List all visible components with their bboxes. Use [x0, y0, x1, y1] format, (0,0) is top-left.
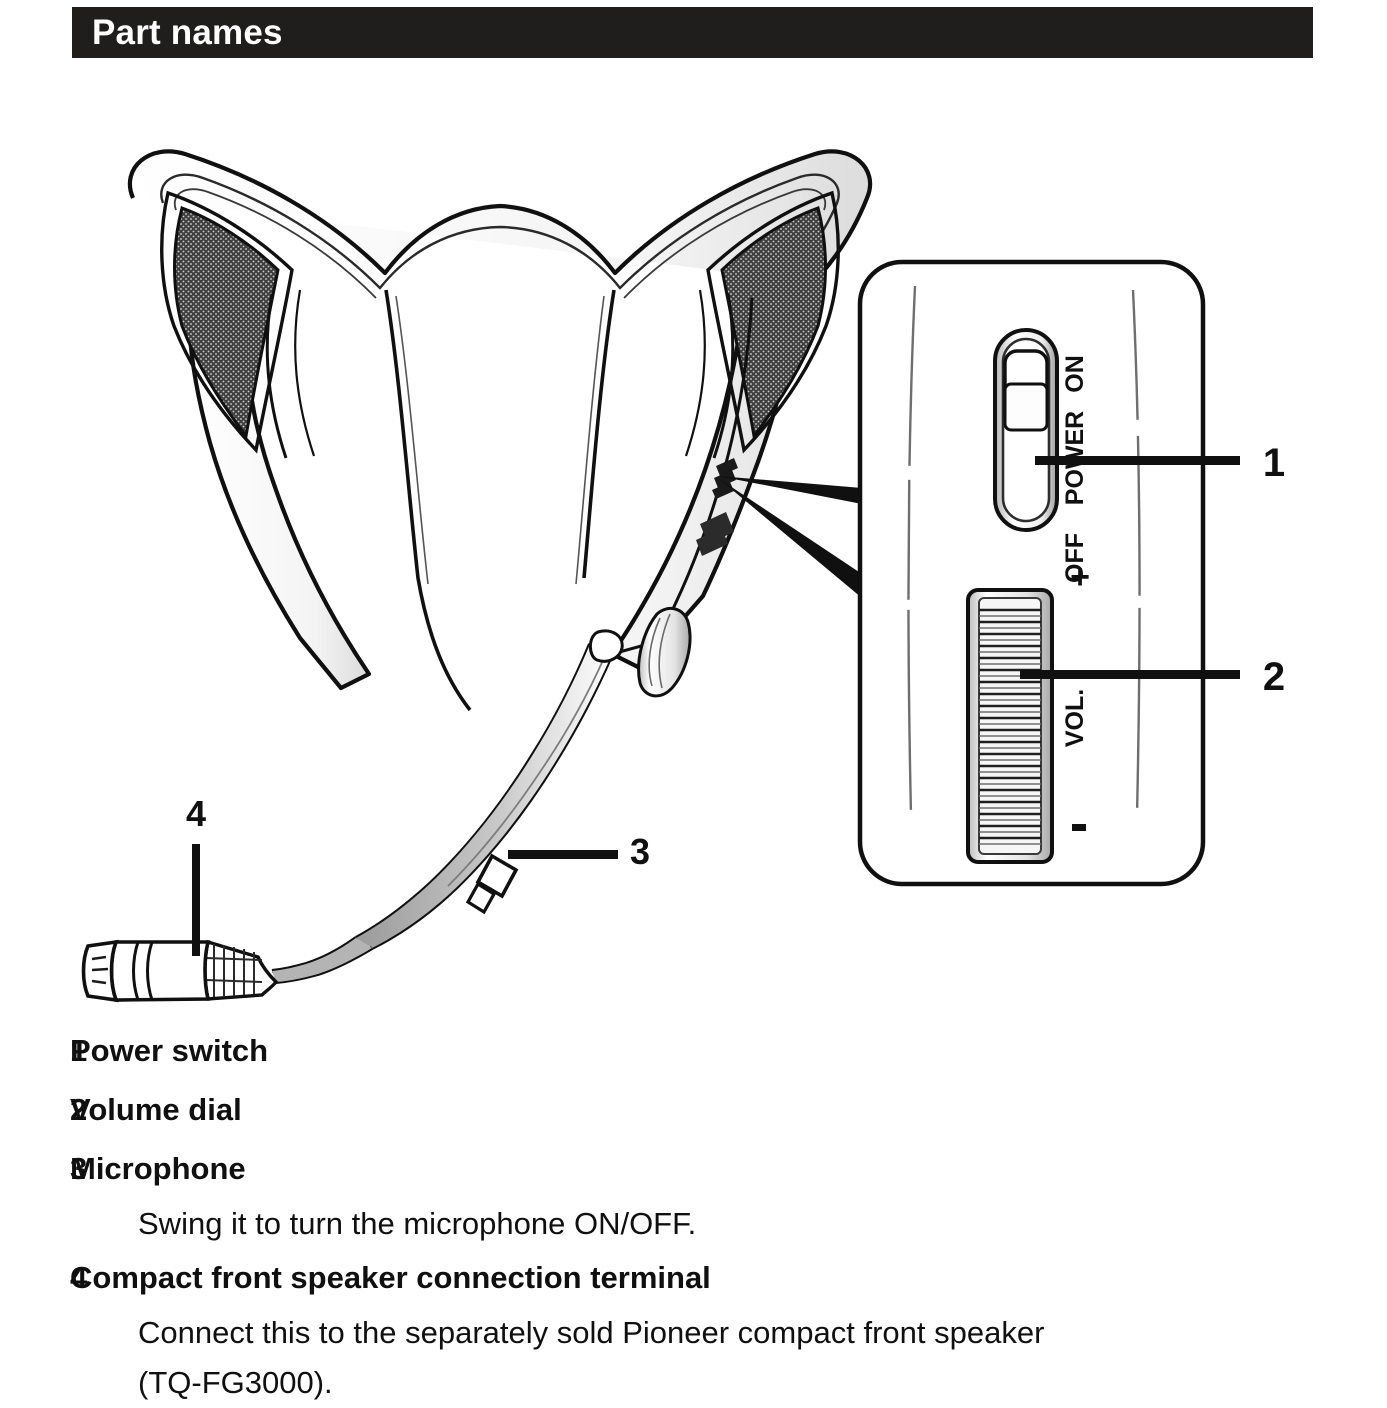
- legend-item-1: 1 Power switch: [0, 1022, 1387, 1079]
- legend-item-2-label: Volume dial: [70, 1092, 242, 1127]
- callout-2-number: 2: [1263, 655, 1285, 699]
- legend-item-4-number: 4: [70, 1260, 88, 1295]
- volume-dial-detail[interactable]: [966, 588, 1054, 864]
- legend-item-4-label: Compact front speaker connection termina…: [70, 1260, 711, 1295]
- connector-plug: [81, 939, 279, 1003]
- page-title: Part names: [92, 12, 283, 52]
- legend-item-2: 2 Volume dial: [0, 1081, 1387, 1138]
- legend-item-1-label: Power switch: [70, 1033, 269, 1068]
- legend-item-4-description-line1: Connect this to the separately sold Pion…: [138, 1315, 1045, 1350]
- legend-item-3: 3 Microphone: [0, 1140, 1387, 1197]
- label-plus: +: [1070, 558, 1090, 596]
- callout-3-number: 3: [630, 831, 650, 872]
- legend-item-1-number: 1: [70, 1033, 88, 1068]
- control-detail-panel: ON POWER OFF: [857, 259, 1206, 887]
- legend-item-4-description-row-1: Connect this to the separately sold Pion…: [0, 1308, 1387, 1358]
- callout-4-number: 4: [186, 793, 206, 834]
- legend-item-3-number: 3: [70, 1151, 88, 1186]
- callout-1-group: 1: [1035, 441, 1285, 485]
- legend-item-2-number: 2: [70, 1092, 88, 1127]
- callout-leader-lines: [718, 476, 862, 598]
- callout-4-group: 4: [186, 793, 206, 956]
- power-switch-detail[interactable]: [993, 328, 1059, 532]
- legend-item-3-description-row: Swing it to turn the microphone ON/OFF.: [0, 1199, 1387, 1249]
- headset-illustration: [81, 149, 873, 1003]
- label-minus: [1072, 824, 1086, 831]
- part-names-illustration: 3 4 ON POWER OFF: [0, 58, 1387, 1018]
- arm-control-marks: [696, 458, 738, 556]
- right-speaker-mesh: [720, 206, 827, 440]
- label-off: OFF: [1061, 533, 1089, 583]
- legend-item-3-description: Swing it to turn the microphone ON/OFF.: [138, 1206, 697, 1241]
- label-on: ON: [1061, 355, 1089, 393]
- arm-volume-wheel: [637, 606, 692, 698]
- microphone-boom: [355, 629, 624, 950]
- left-speaker-mesh: [173, 206, 280, 440]
- label-vol: VOL.: [1061, 689, 1089, 747]
- callout-2-group: 2: [1020, 655, 1285, 699]
- legend-item-4-description-line2: (TQ-FG3000).: [138, 1365, 333, 1400]
- legend-item-3-label: Microphone: [70, 1151, 246, 1186]
- section-header-bar: Part names: [72, 7, 1313, 58]
- legend-item-4-description-row-2: (TQ-FG3000).: [0, 1358, 1387, 1408]
- legend-item-4: 4 Compact front speaker connection termi…: [0, 1249, 1387, 1306]
- parts-legend-list: 1 Power switch 2 Volume dial 3 Microphon…: [0, 1022, 1387, 1408]
- callout-3-group: 3: [508, 831, 650, 872]
- callout-1-number: 1: [1263, 441, 1285, 485]
